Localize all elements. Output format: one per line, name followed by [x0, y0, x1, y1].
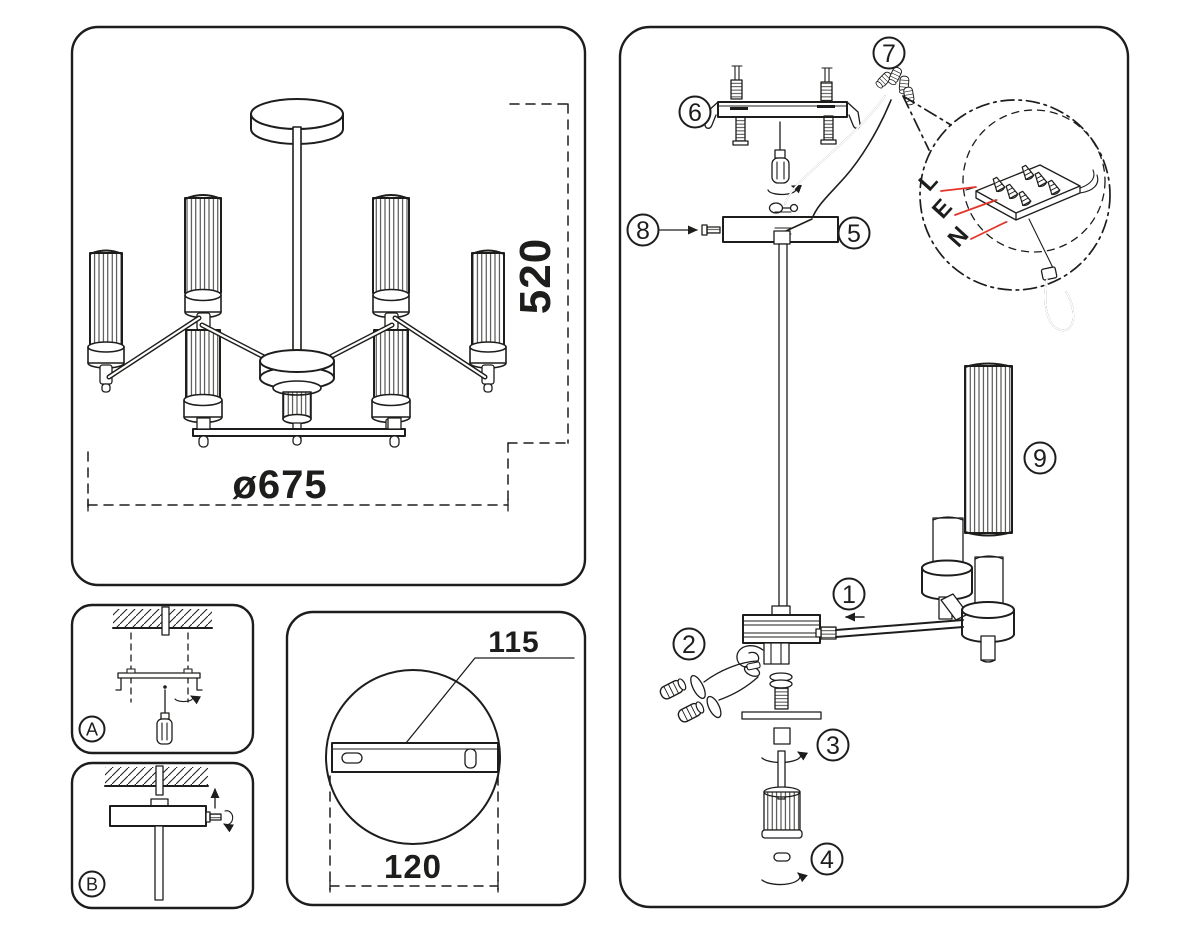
mounting-bracket — [704, 101, 861, 129]
bottom-arm-bar — [192, 417, 406, 448]
lamp-down-rod — [154, 825, 164, 901]
callout-8: 8 — [636, 217, 650, 245]
diameter-dimension: ø675 — [87, 451, 509, 512]
callout-6: 6 — [688, 99, 702, 127]
finial-knob — [763, 791, 801, 831]
callout-badges: 1 2 3 4 5 6 7 8 9 — [626, 36, 1057, 876]
exploded-assembly: L E N 1 2 3 — [626, 36, 1111, 886]
canopy-group — [659, 211, 839, 245]
bracket-slot-right — [464, 748, 477, 769]
cover-plate — [741, 711, 822, 720]
height-dimension: 520 — [507, 103, 569, 508]
assembly-panel-border — [618, 25, 1130, 909]
central-hub — [259, 349, 335, 445]
step-b-label: B — [86, 875, 98, 895]
diameter-dimension-label: ø675 — [232, 463, 327, 507]
threaded-stud — [161, 606, 170, 636]
screwdriver — [771, 121, 790, 184]
arm-hub — [742, 614, 821, 644]
canopy-screw — [701, 224, 721, 236]
lamp-arm-group — [815, 362, 1015, 663]
bracket-slot-left — [341, 752, 363, 764]
wall-anchor-right — [820, 67, 833, 102]
square-nut — [773, 727, 791, 745]
lock-ring — [773, 852, 791, 862]
callout-7: 7 — [882, 40, 896, 68]
callout-5: 5 — [847, 220, 861, 248]
rotate-arrow-3 — [761, 751, 809, 764]
safety-hook — [736, 645, 764, 668]
mounting-step-b: B — [78, 765, 235, 901]
callout-2: 2 — [682, 631, 696, 659]
pendant-rod — [778, 243, 788, 607]
callout-9: 9 — [1033, 445, 1047, 473]
callout-1: 1 — [842, 581, 856, 609]
rotate-arrow — [174, 695, 202, 705]
glass-shade — [964, 362, 1013, 537]
down-rod — [292, 126, 302, 364]
neutral-leader-line — [970, 221, 1007, 240]
step-a-panel-border — [70, 603, 255, 755]
step-b-panel-border — [70, 761, 255, 910]
wiring-detail-bubble: L E N — [902, 95, 1111, 332]
canopy-panel-border — [285, 610, 587, 907]
wire-label-neutral: N — [943, 222, 975, 253]
screw-point — [163, 685, 167, 689]
step-b-badge — [78, 870, 106, 898]
supply-wires — [784, 95, 892, 220]
canopy-disc — [325, 669, 501, 845]
callout-4: 4 — [820, 846, 834, 874]
socket-cup — [961, 601, 1015, 619]
height-dimension-label: 520 — [511, 238, 560, 314]
outer-right-shade — [469, 249, 507, 393]
hub-stack-group — [741, 672, 822, 886]
mounting-bracket-a — [115, 668, 203, 691]
wall-anchor-left — [730, 65, 743, 100]
bracket-span-label: 115 — [488, 626, 539, 659]
step-a-badge — [78, 715, 106, 743]
leader-115 — [405, 657, 575, 744]
hanger-loop — [768, 202, 799, 214]
wire-label-earth: E — [927, 194, 958, 224]
canopy-width-label: 120 — [384, 848, 442, 885]
hub-wiring-group — [657, 642, 790, 725]
chandelier-drawing: 520 ø675 — [87, 98, 569, 512]
side-screw — [205, 810, 235, 833]
callout-3: 3 — [826, 732, 840, 760]
canopy-plate — [109, 805, 207, 827]
screw-left — [732, 116, 749, 146]
rotate-arrow-6 — [767, 184, 803, 196]
canopy-dimension-panel: 115 120 — [325, 626, 575, 893]
live-leader-line — [940, 186, 977, 192]
earth-leader-line — [954, 199, 997, 216]
outer-left-shade — [87, 249, 125, 393]
ceiling-bracket-group — [704, 65, 861, 196]
arm-tube — [815, 619, 964, 640]
terminal-block — [965, 163, 1099, 227]
step-a-label: A — [86, 720, 98, 740]
candle-sleeve-front — [974, 556, 1004, 610]
threaded-stud-b — [155, 765, 164, 796]
inner-right-shade — [371, 194, 411, 434]
inner-left-shade — [183, 194, 223, 434]
overview-panel-border — [70, 25, 587, 587]
wire-label-live: L — [913, 167, 943, 196]
screwdriver-a — [156, 689, 173, 745]
screw-right — [820, 115, 837, 145]
mounting-step-a: A — [78, 606, 213, 745]
cable-tie — [1028, 218, 1075, 332]
rotate-arrow-4 — [761, 872, 808, 886]
